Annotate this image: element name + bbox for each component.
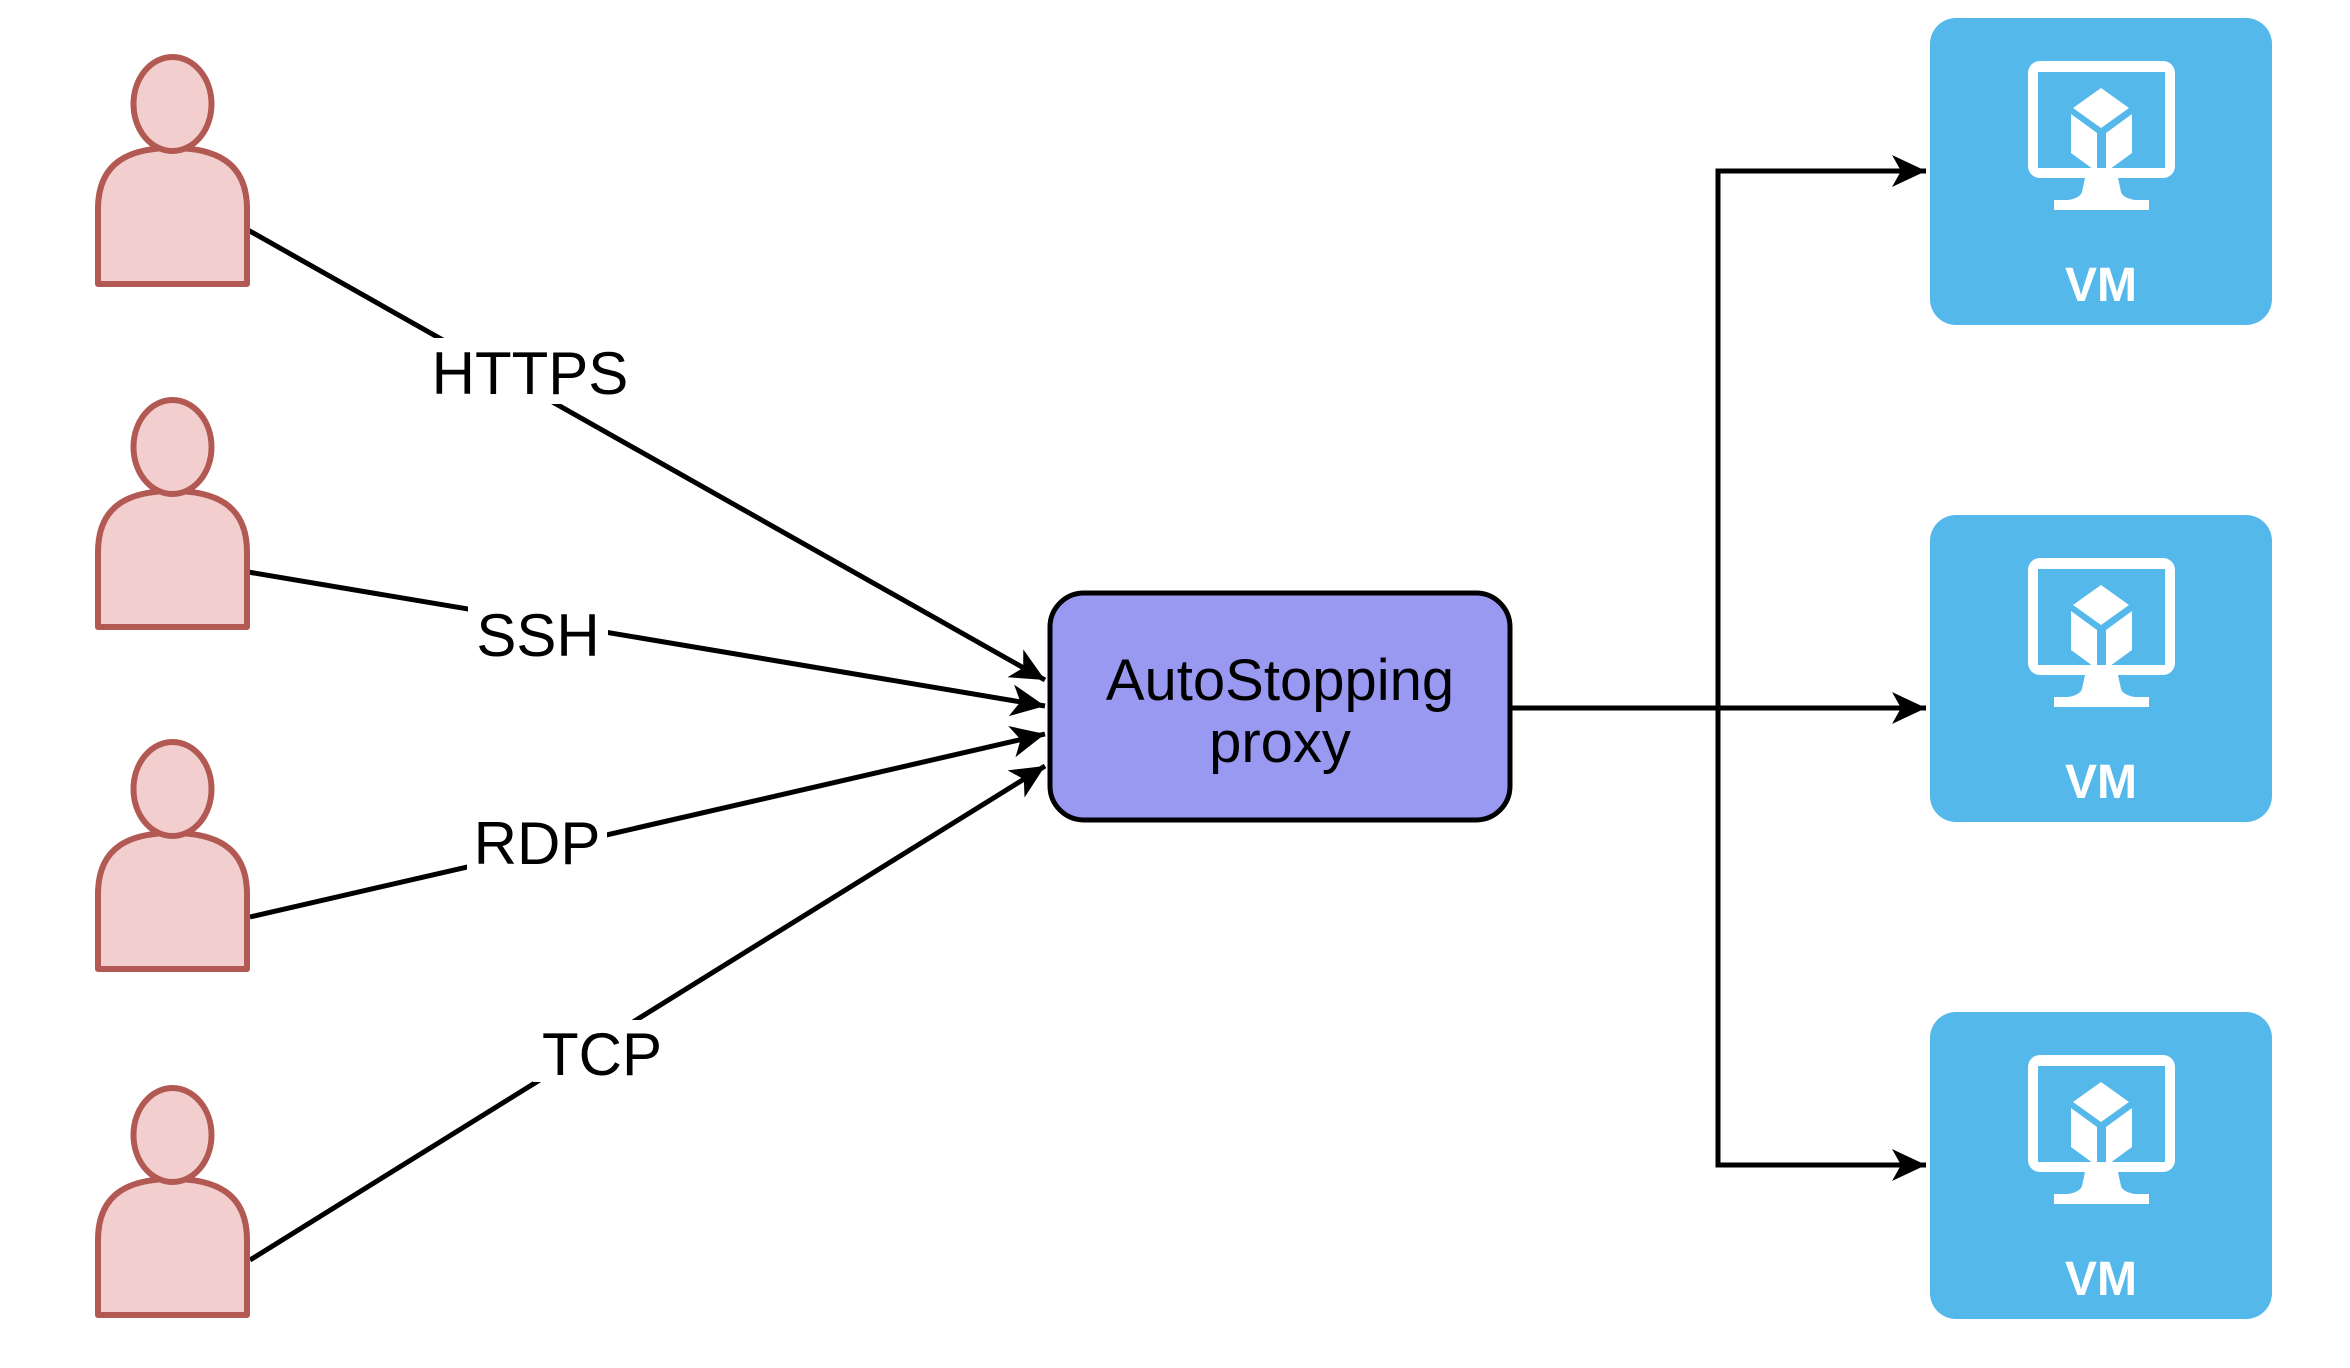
edge-tcp: [248, 763, 1047, 1263]
label-background: [467, 812, 607, 874]
vm-label: VM: [2065, 756, 2137, 809]
vm-label: VM: [2065, 1253, 2137, 1306]
label-background: [533, 1020, 671, 1082]
proxy-label-line1: AutoStopping: [1106, 648, 1454, 713]
autostopping-proxy-node: AutoStopping proxy: [1047, 590, 1513, 823]
proxy-box: [1047, 590, 1513, 823]
edge-label-tcp: TCP: [533, 1020, 671, 1088]
label-background: [424, 338, 636, 404]
edge-https: [246, 227, 1047, 683]
protocol-label-rdp: RDP: [474, 810, 601, 877]
user-icon-2: [98, 400, 247, 627]
protocol-label-tcp: TCP: [542, 1021, 662, 1088]
edge-ssh: [247, 569, 1046, 717]
proxy-label-line2: proxy: [1209, 710, 1351, 775]
edge-proxy-to-vm1: [1715, 155, 1926, 708]
vm-label: VM: [2065, 259, 2137, 312]
user-icon-4: [98, 1088, 247, 1315]
vm-node-3: VM: [1930, 1012, 2272, 1319]
protocol-label-ssh: SSH: [476, 602, 599, 669]
edge-proxy-to-vm3: [1715, 708, 1926, 1181]
edge-label-ssh: SSH: [468, 602, 608, 669]
edge-rdp: [249, 726, 1046, 920]
user-icon-3: [98, 742, 247, 969]
edge-label-https: HTTPS: [424, 338, 636, 407]
vm-node-1: VM: [1930, 18, 2272, 325]
edge-label-rdp: RDP: [467, 810, 607, 877]
vm-node-2: VM: [1930, 515, 2272, 822]
protocol-label-https: HTTPS: [432, 340, 629, 407]
label-background: [468, 602, 608, 664]
user-icon-1: [98, 57, 247, 284]
